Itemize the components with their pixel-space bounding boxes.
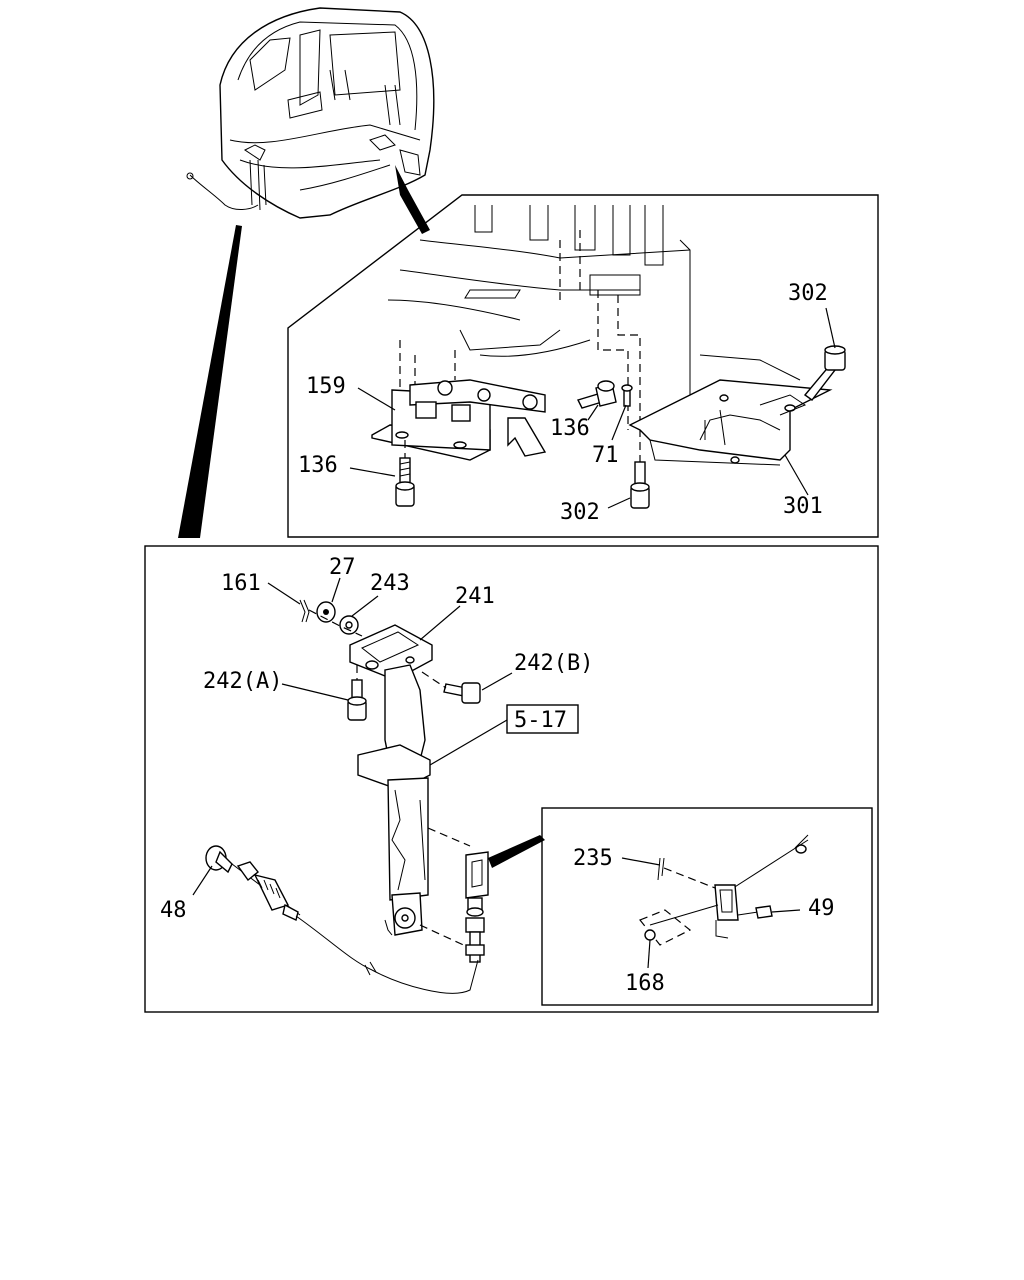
callout-27: 27 (329, 555, 356, 580)
bolt-71 (621, 384, 633, 407)
shift-lever-column (357, 664, 471, 949)
lever-assembly-panel: 5-17 (144, 545, 879, 1013)
callout-71: 71 (592, 443, 619, 468)
bracket-241 (349, 624, 433, 721)
callout-168: 168 (625, 971, 665, 996)
callout-235: 235 (573, 846, 613, 871)
callout-48: 48 (160, 898, 187, 923)
callout-241: 241 (455, 584, 495, 609)
bolt-242a (347, 665, 367, 721)
callout-302-bottom: 302 (560, 500, 600, 525)
bolt-136-middle (577, 380, 617, 409)
bracket-159 (371, 379, 547, 461)
callout-301: 301 (783, 494, 823, 519)
reference-box-5-17: 5-17 (429, 704, 579, 766)
cable-clevis (465, 835, 545, 963)
bolt-302-bottom (630, 461, 650, 509)
callout-161: 161 (221, 571, 261, 596)
clevis-inset-panel: 235 49 168 (541, 807, 873, 1006)
cab-overview (178, 7, 435, 538)
callout-136-left: 136 (298, 453, 338, 478)
callout-243: 243 (370, 571, 410, 596)
bolt-242b (421, 671, 481, 704)
reference-5-17: 5-17 (514, 708, 567, 733)
callout-136-middle: 136 (550, 416, 590, 441)
callout-242b: 242(B) (514, 651, 593, 676)
mounting-detail-panel: 302 159 136 71 136 302 301 (287, 194, 879, 538)
callout-49: 49 (808, 896, 835, 921)
callout-302-top: 302 (788, 281, 828, 306)
callout-159: 159 (306, 374, 346, 399)
bolt-136-left (395, 440, 415, 507)
bracket-301 (628, 379, 833, 466)
washer-243 (339, 615, 359, 635)
callout-242a: 242(A) (203, 669, 282, 694)
pin-161 (299, 599, 310, 623)
cable-48 (205, 845, 479, 994)
bolt-302-top (803, 345, 846, 401)
